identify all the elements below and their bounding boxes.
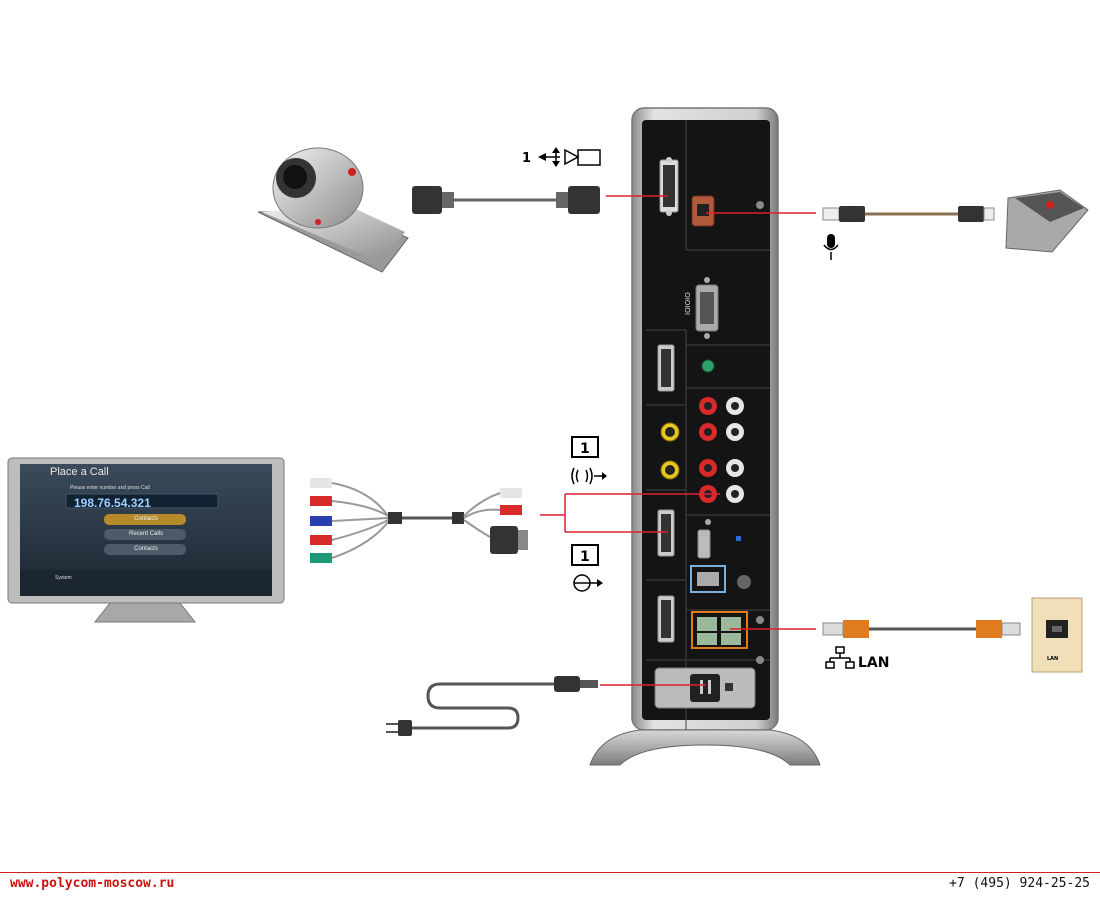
- connector-lines: [540, 195, 816, 686]
- tv-menu-item: Contacts: [134, 546, 158, 552]
- usb-port: [697, 529, 711, 559]
- serial-label: IOIOIO: [684, 292, 692, 315]
- power-inlet: [654, 667, 756, 709]
- lan-jack-label: LAN: [1047, 656, 1058, 662]
- tv-screen-system: System: [55, 575, 72, 581]
- svideo-ports: [660, 422, 680, 480]
- audio-out-icon: [571, 467, 607, 485]
- network-icon: [825, 646, 855, 669]
- display-port-number-1: 1: [580, 441, 590, 457]
- tv-screen-caption: Please enter number and press Call: [70, 485, 150, 491]
- display-dvi-port-2: [657, 344, 675, 392]
- footer-website-link[interactable]: www.polycom-moscow.ru: [10, 876, 175, 891]
- camera-dvi-port: [659, 157, 679, 216]
- display-port-number-2: 1: [580, 549, 590, 565]
- lan-cable: [822, 620, 1021, 638]
- lan-wall-jack-icon: [1031, 597, 1083, 673]
- rca-audio-ports: [699, 397, 744, 503]
- codec-unit: IOIOIO: [589, 107, 821, 766]
- display-port-box-2: [571, 544, 599, 566]
- microphone-port: [691, 195, 715, 227]
- lan-ports: [691, 611, 748, 649]
- microphone-pod-icon: [1005, 189, 1089, 253]
- tv-menu-item: Contacts: [134, 516, 158, 522]
- tv-menu-item: Recent Calls: [128, 531, 163, 537]
- tv-screen-ip: 198.76.54.321: [74, 496, 151, 510]
- display-port-box-1: [571, 436, 599, 458]
- camera-icon: [257, 147, 409, 273]
- footer-divider: [0, 872, 1100, 873]
- tv-screen-title: Place a Call: [50, 466, 109, 478]
- power-plug-icon: [386, 676, 598, 736]
- display-dvi-port-1: [657, 509, 675, 557]
- mic-icon: [823, 234, 839, 260]
- camera-port-icon: [538, 147, 601, 167]
- camera-port-number: 1: [522, 151, 531, 166]
- display-dvi-port-3: [657, 595, 675, 643]
- mic-cable: [822, 206, 995, 222]
- serial-port: [695, 277, 719, 339]
- video-out-icon: [573, 574, 603, 592]
- lan-label: LAN: [858, 655, 889, 671]
- aux-port: [690, 565, 726, 593]
- display-icon: [7, 457, 285, 623]
- footer-phone: +7 (495) 924-25-25: [949, 876, 1090, 891]
- av-cable: [310, 478, 528, 563]
- camera-cable: [412, 186, 600, 214]
